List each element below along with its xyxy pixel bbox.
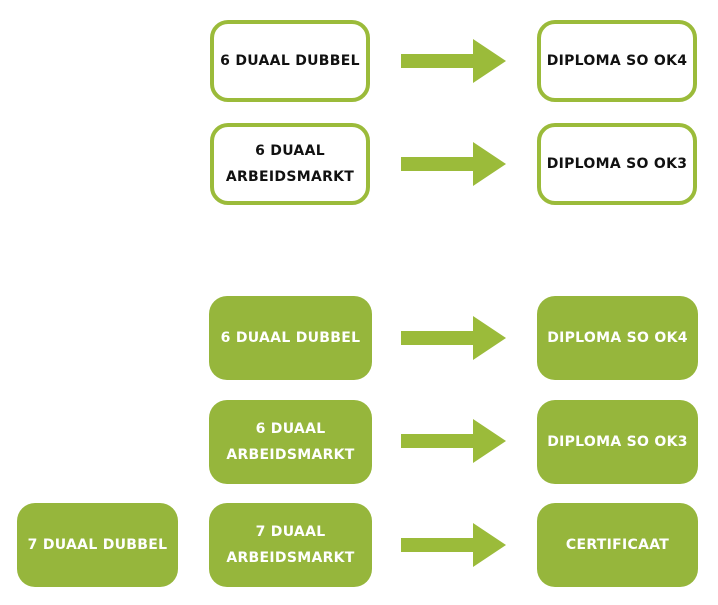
arrow-icon xyxy=(401,39,506,83)
g1-target-diploma-so-ok3: DIPLOMA SO OK3 xyxy=(537,123,697,205)
box-label-line-2: ARBEIDSMARKT xyxy=(226,550,355,566)
g1-source-6-duaal-dubbel: 6 DUAAL DUBBEL xyxy=(210,20,370,102)
g2-target-certificaat: CERTIFICAAT xyxy=(537,503,698,587)
g2-prefix-7-duaal-dubbel: 7 DUAAL DUBBEL xyxy=(17,503,178,587)
g2-source-7-duaal-arbeidsmarkt: 7 DUAAL ARBEIDSMARKT xyxy=(209,503,372,587)
box-label-line-1: 6 DUAAL xyxy=(255,143,325,159)
box-label-line-2: ARBEIDSMARKT xyxy=(225,169,355,185)
g2-source-6-duaal-arbeidsmarkt: 6 DUAAL ARBEIDSMARKT xyxy=(209,400,372,484)
box-label: 7 DUAAL DUBBEL xyxy=(27,537,168,553)
g2-target-diploma-so-ok4: DIPLOMA SO OK4 xyxy=(537,296,698,380)
box-label: DIPLOMA SO OK3 xyxy=(547,434,688,450)
box-label: 6 DUAAL DUBBEL xyxy=(220,330,361,346)
box-label: DIPLOMA SO OK4 xyxy=(547,330,688,346)
box-label: DIPLOMA SO OK3 xyxy=(546,156,688,172)
box-label-line-1: 6 DUAAL xyxy=(255,421,326,437)
box-label: DIPLOMA SO OK4 xyxy=(546,53,688,69)
arrow-icon xyxy=(401,142,506,186)
box-label: CERTIFICAAT xyxy=(565,537,670,553)
g2-target-diploma-so-ok3: DIPLOMA SO OK3 xyxy=(537,400,698,484)
g1-source-6-duaal-arbeidsmarkt: 6 DUAAL ARBEIDSMARKT xyxy=(210,123,370,205)
arrow-icon xyxy=(401,316,506,360)
g1-target-diploma-so-ok4: DIPLOMA SO OK4 xyxy=(537,20,697,102)
g2-source-6-duaal-dubbel: 6 DUAAL DUBBEL xyxy=(209,296,372,380)
arrow-icon xyxy=(401,523,506,567)
arrow-icon xyxy=(401,419,506,463)
box-label-line-1: 7 DUAAL xyxy=(255,524,326,540)
box-label: 6 DUAAL DUBBEL xyxy=(220,53,360,69)
box-label-line-2: ARBEIDSMARKT xyxy=(226,447,355,463)
